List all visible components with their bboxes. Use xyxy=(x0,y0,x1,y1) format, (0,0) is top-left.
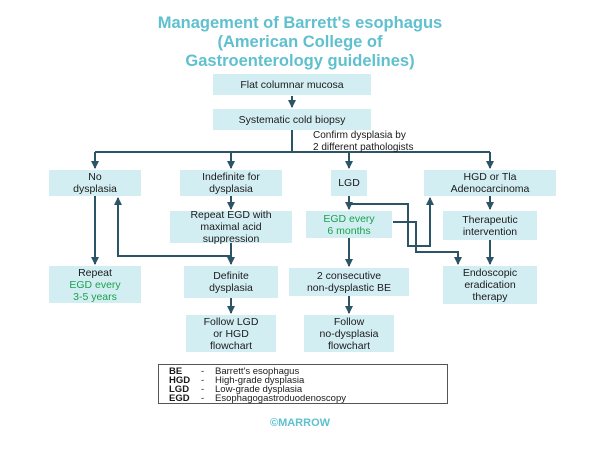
box-egd6-line-1: EGD every xyxy=(323,212,375,225)
box-follow-lgd-hgd-flowchart: Follow LGD or HGD flowchart xyxy=(186,315,276,352)
box-therapeutic-line-2: intervention xyxy=(462,225,518,238)
box-no-dysplasia: No dysplasia xyxy=(49,170,141,196)
title-line-3: Gastroenterology guidelines) xyxy=(185,52,415,70)
box-hgd-line-2: Adenocarcinoma xyxy=(450,183,530,195)
box-repeat-line-3: 3-5 years xyxy=(73,290,117,303)
box-therapeutic-intervention: Therapeutic intervention xyxy=(443,211,537,240)
box-follow-no-line-1: Follow xyxy=(333,315,365,328)
abbreviation-legend: BE - Barrett's esophagus HGD - High-grad… xyxy=(158,364,448,404)
box-indefinite-line-1: Indefinite for xyxy=(202,171,260,183)
box-lgd: LGD xyxy=(331,170,367,196)
confirm-dysplasia-note: Confirm dysplasia by 2 different patholo… xyxy=(313,130,413,153)
box-no-dysplasia-line-1: No xyxy=(88,171,102,183)
marrow-footer-logo: ©MARROW xyxy=(269,417,331,429)
box-repeat-egd-acid-suppression: Repeat EGD with maximal acid suppression xyxy=(170,209,292,245)
box-endoscopic-line-3: therapy xyxy=(472,291,508,303)
legend-dash: - xyxy=(201,375,205,386)
legend-row: EGD - Esophagogastroduodenoscopy xyxy=(169,393,447,404)
legend-dash: - xyxy=(201,384,205,395)
box-flat-columnar-mucosa-label: Flat columnar mucosa xyxy=(240,78,344,91)
box-follow-no-line-2: no-dysplasia xyxy=(319,327,379,340)
box-acid-line-1: Repeat EGD with xyxy=(190,209,272,221)
legend-abbr: BE xyxy=(169,366,183,377)
box-lgd-label: LGD xyxy=(338,177,360,189)
title-line-2: (American College of xyxy=(217,33,383,51)
legend-text: Barrett's esophagus xyxy=(215,366,300,377)
box-endoscopic-line-2: eradication xyxy=(464,279,516,291)
arrow-lgd-to-eradication xyxy=(393,221,462,265)
legend-text: High-grade dysplasia xyxy=(215,375,305,386)
arrow-acid-back-to-no-dysplasia xyxy=(114,197,231,257)
box-endoscopic-line-1: Endoscopic xyxy=(462,267,518,279)
box-definite-line-2: dysplasia xyxy=(209,282,253,294)
box-2-consecutive-non-dysplastic-be: 2 consecutive non-dysplastic BE xyxy=(289,268,409,296)
legend-abbr: EGD xyxy=(169,393,190,404)
box-consecutive-line-2: non-dysplastic BE xyxy=(306,282,392,294)
box-flat-columnar-mucosa: Flat columnar mucosa xyxy=(213,74,371,95)
legend-dash: - xyxy=(201,393,205,404)
box-follow-lgd-line-3: flowchart xyxy=(209,339,252,352)
note-line-1: Confirm dysplasia by xyxy=(313,130,406,141)
box-systematic-cold-biopsy: Systematic cold biopsy xyxy=(213,109,371,130)
box-hgd-line-1: HGD or Tla xyxy=(463,171,517,183)
legend-abbr: LGD xyxy=(169,384,190,395)
legend-abbr: HGD xyxy=(169,375,191,386)
diagram-title: Management of Barrett's esophagus (Ameri… xyxy=(0,14,600,71)
box-follow-no-line-3: flowchart xyxy=(327,339,370,352)
box-hgd-or-tla-adenocarcinoma: HGD or Tla Adenocarcinoma xyxy=(424,170,556,196)
box-acid-line-2: maximal acid xyxy=(200,221,262,233)
box-follow-no-dysplasia-flowchart: Follow no-dysplasia flowchart xyxy=(304,315,394,352)
legend-dash: - xyxy=(201,366,205,377)
box-definite-dysplasia: Definite dysplasia xyxy=(184,266,278,298)
box-follow-lgd-line-2: or HGD xyxy=(213,327,249,340)
box-repeat-egd-3-5-years: Repeat EGD every 3-5 years xyxy=(49,266,141,303)
legend-text: Low-grade dysplasia xyxy=(215,384,303,395)
box-no-dysplasia-line-2: dysplasia xyxy=(73,183,117,195)
box-acid-line-3: suppression xyxy=(202,233,260,245)
legend-row: BE - Barrett's esophagus xyxy=(169,366,447,377)
box-endoscopic-eradication-therapy: Endoscopic eradication therapy xyxy=(443,266,537,304)
box-repeat-line-2: EGD every xyxy=(69,278,121,291)
legend-text: Esophagogastroduodenoscopy xyxy=(215,393,346,404)
note-line-2: 2 different pathologists xyxy=(313,141,414,153)
legend-row: LGD - Low-grade dysplasia xyxy=(169,384,447,395)
title-line-1: Management of Barrett's esophagus xyxy=(157,14,443,32)
box-egd6-line-2: 6 months xyxy=(327,224,371,237)
arrow-lgd-progression-to-hgd xyxy=(349,197,434,247)
legend-row: HGD - High-grade dysplasia xyxy=(169,375,447,386)
box-definite-line-1: Definite xyxy=(213,270,249,282)
box-indefinite-line-2: dysplasia xyxy=(209,183,253,195)
box-therapeutic-line-1: Therapeutic xyxy=(462,213,518,226)
box-consecutive-line-1: 2 consecutive xyxy=(316,270,382,282)
box-repeat-line-1: Repeat xyxy=(78,266,112,279)
box-indefinite-for-dysplasia: Indefinite for dysplasia xyxy=(180,170,282,196)
box-systematic-cold-biopsy-label: Systematic cold biopsy xyxy=(238,113,346,126)
box-egd-every-6-months: EGD every 6 months xyxy=(306,211,392,238)
box-follow-lgd-line-1: Follow LGD xyxy=(203,315,259,328)
